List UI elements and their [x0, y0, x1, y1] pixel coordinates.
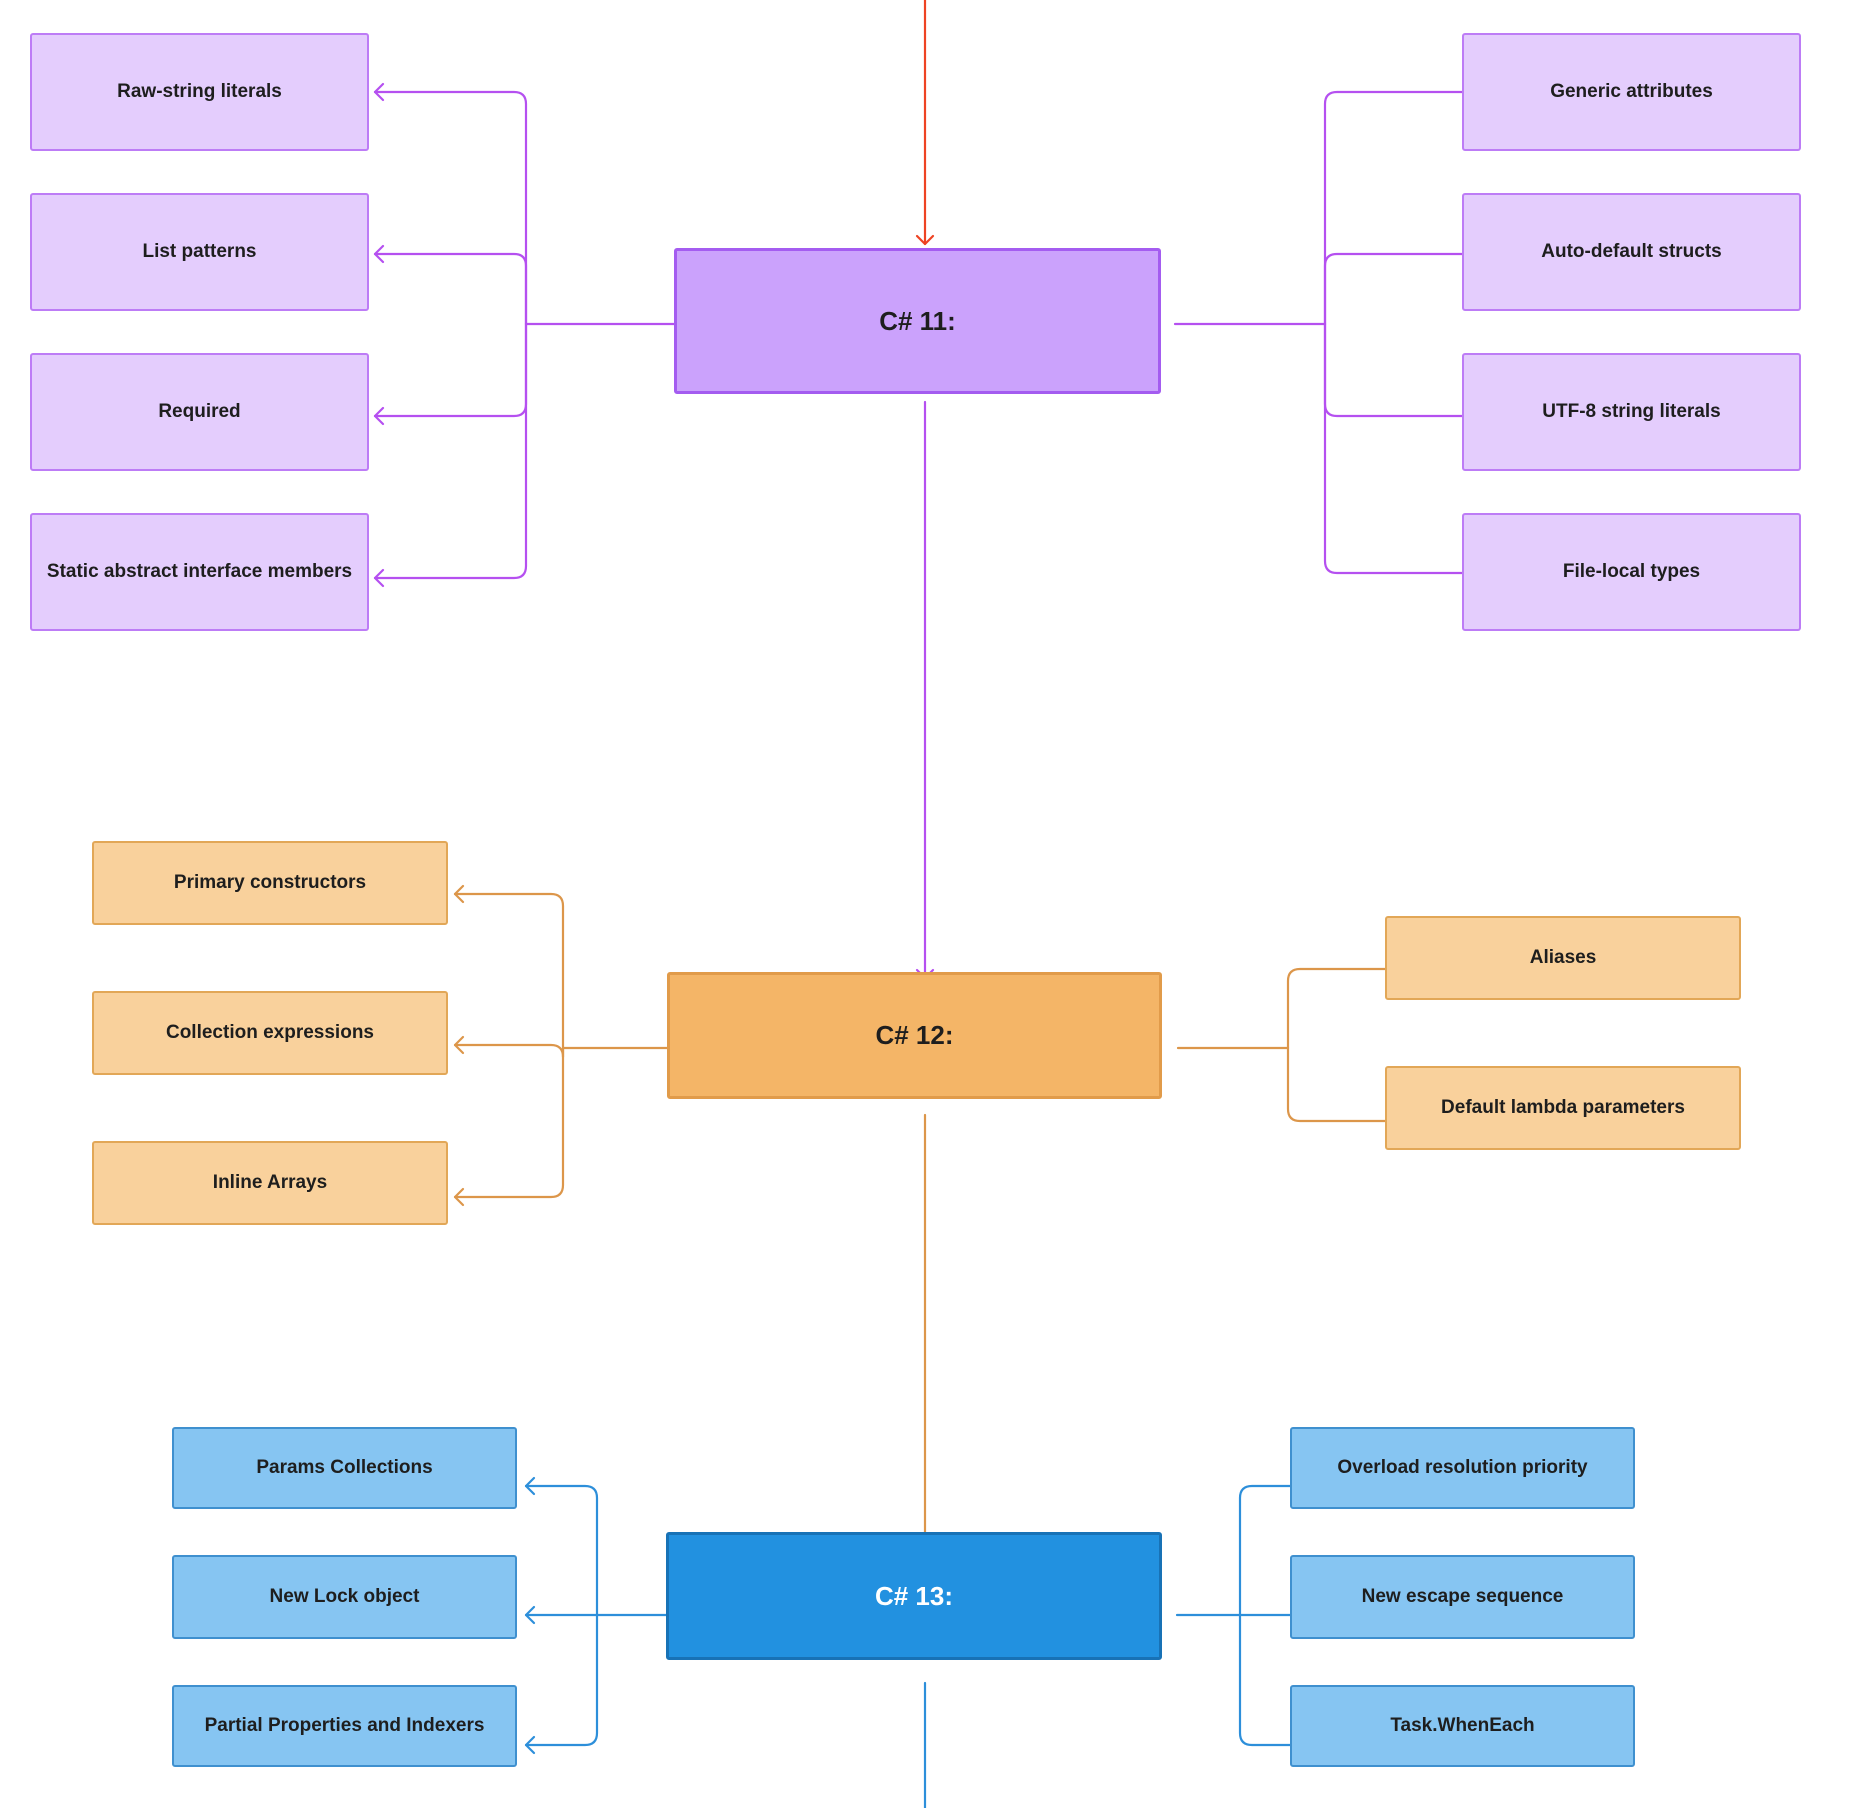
cs11-feature-utf8-string-literals[interactable]: UTF-8 string literals — [1462, 353, 1801, 471]
cs11-left-connector — [373, 322, 528, 580]
cs12-node[interactable]: C# 12: — [667, 972, 1162, 1099]
cs12-feature-default-lambda-parameters[interactable]: Default lambda parameters — [1385, 1066, 1741, 1150]
cs11-right-connector — [1323, 322, 1476, 575]
cs11-right-connector — [1323, 90, 1476, 326]
cs13-right-connector — [1238, 1484, 1306, 1617]
cs12-left-connector — [453, 1043, 565, 1059]
cs11-feature-generic-attributes[interactable]: Generic attributes — [1462, 33, 1801, 151]
cs11-node[interactable]: C# 11: — [674, 248, 1161, 394]
cs13-left-connector — [524, 1613, 599, 1747]
cs11-feature-list-patterns[interactable]: List patterns — [30, 193, 369, 311]
cs12-left-arrowhead — [453, 884, 465, 904]
cs13-left-arrowhead — [524, 1605, 536, 1625]
cs12-feature-inline-arrays[interactable]: Inline Arrays — [92, 1141, 448, 1225]
cs12-left-connector — [453, 1046, 565, 1199]
cs12-left-arrowhead — [453, 1035, 465, 1055]
cs12-feature-collection-expressions[interactable]: Collection expressions — [92, 991, 448, 1075]
cs13-right-connector — [1238, 1613, 1306, 1747]
cs12-feature-aliases[interactable]: Aliases — [1385, 916, 1741, 1000]
cs12-right-connector — [1286, 967, 1400, 1050]
cs13-left-connector — [524, 1484, 599, 1617]
cs12-left-arrowhead — [453, 1187, 465, 1207]
cs11-left-arrowhead — [373, 82, 385, 102]
cs13-left-arrowhead — [524, 1735, 536, 1755]
cs11-feature-auto-default-structs[interactable]: Auto-default structs — [1462, 193, 1801, 311]
cs11-feature-required[interactable]: Required — [30, 353, 369, 471]
cs12-feature-primary-constructors[interactable]: Primary constructors — [92, 841, 448, 925]
cs13-feature-overload-resolution-priority[interactable]: Overload resolution priority — [1290, 1427, 1635, 1509]
cs13-feature-new-escape-sequence[interactable]: New escape sequence — [1290, 1555, 1635, 1639]
cs13-left-arrowhead — [524, 1476, 536, 1496]
cs11-feature-file-local-types[interactable]: File-local types — [1462, 513, 1801, 631]
cs11-left-connector — [373, 322, 528, 418]
cs11-left-arrowhead — [373, 568, 385, 588]
cs11-right-connector — [1323, 252, 1476, 326]
cs13-feature-partial-properties-and-indexers[interactable]: Partial Properties and Indexers — [172, 1685, 517, 1767]
incoming-arrowhead — [915, 234, 935, 246]
cs11-left-arrowhead — [373, 244, 385, 264]
cs11-feature-raw-string-literals[interactable]: Raw-string literals — [30, 33, 369, 151]
cs13-node[interactable]: C# 13: — [666, 1532, 1162, 1660]
cs13-feature-params-collections[interactable]: Params Collections — [172, 1427, 517, 1509]
cs11-right-connector — [1323, 322, 1476, 418]
cs12-right-connector — [1286, 1046, 1400, 1123]
cs12-left-connector — [453, 892, 565, 1050]
cs13-feature-task-wheneach[interactable]: Task.WhenEach — [1290, 1685, 1635, 1767]
cs13-feature-new-lock-object[interactable]: New Lock object — [172, 1555, 517, 1639]
cs11-left-connector — [373, 90, 528, 326]
cs11-left-arrowhead — [373, 406, 385, 426]
cs11-feature-static-abstract-interface-members[interactable]: Static abstract interface members — [30, 513, 369, 631]
cs11-left-connector — [373, 252, 528, 326]
